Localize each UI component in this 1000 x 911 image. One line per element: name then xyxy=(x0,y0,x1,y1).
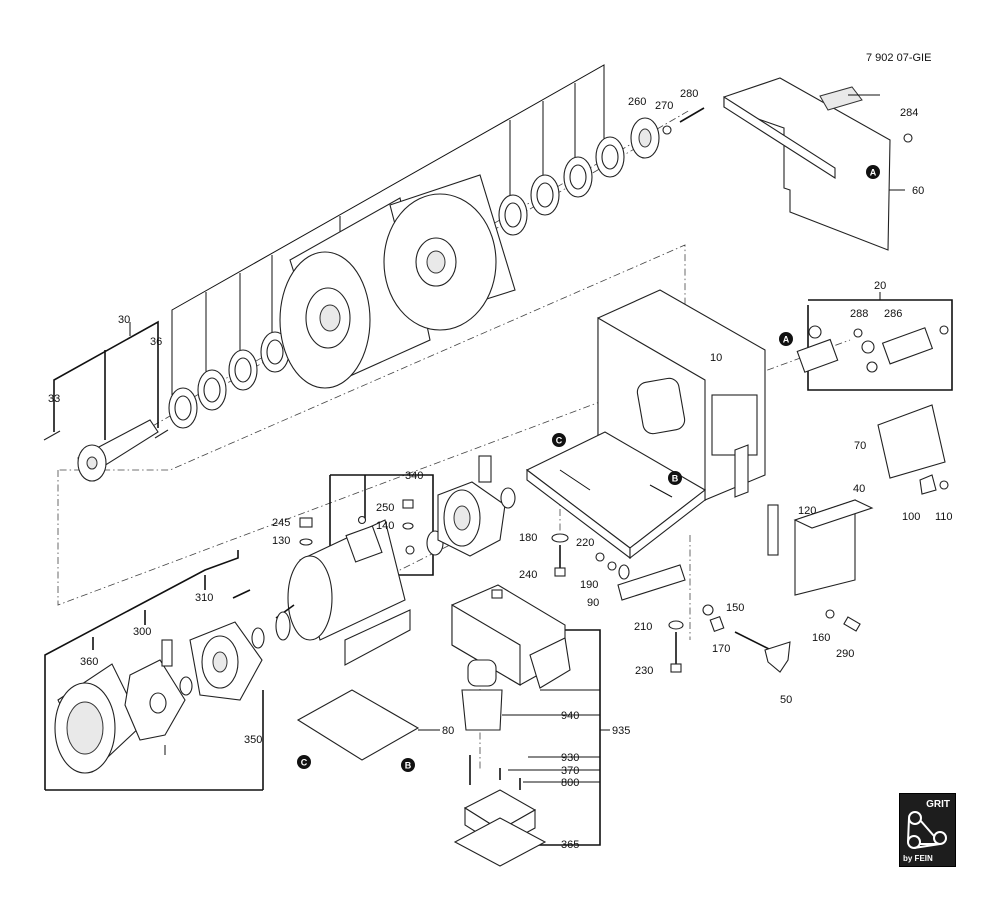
svg-text:C: C xyxy=(301,758,308,768)
logo-subtitle: by FEIN xyxy=(903,854,933,863)
part-label: 290 xyxy=(836,648,854,660)
guard-plate xyxy=(723,77,913,251)
part-label: 280 xyxy=(680,88,698,100)
grit-by-fein-logo: GRIT by FEIN xyxy=(899,793,956,867)
part-number-labels: 10 20 30 33 36 40 50 60 70 80 90 100 110… xyxy=(48,88,953,851)
base-plate xyxy=(525,431,706,560)
part-label: 50 xyxy=(780,694,792,706)
part-label: 340 xyxy=(405,470,423,482)
part-label: 288 xyxy=(850,308,868,320)
part-label: 160 xyxy=(812,632,830,644)
part-label: 10 xyxy=(710,352,722,364)
part-label: 230 xyxy=(635,665,653,677)
part-label: 930 xyxy=(561,752,579,764)
part-label: 170 xyxy=(712,643,730,655)
part-label: 300 xyxy=(133,626,151,638)
part-label: 60 xyxy=(912,185,924,197)
logo-brand: GRIT xyxy=(926,799,950,810)
electrical-box xyxy=(451,584,610,867)
part-label: 20 xyxy=(874,280,886,292)
drawing-id: 7 902 07-GIE xyxy=(866,52,931,64)
svg-text:B: B xyxy=(405,761,412,771)
marker-a: A xyxy=(866,165,880,179)
part-label: 940 xyxy=(561,710,579,722)
part-label: 245 xyxy=(272,517,290,529)
part-label: 310 xyxy=(195,592,213,604)
reference-markers: A A B B C C xyxy=(297,165,880,772)
part-label: 270 xyxy=(655,100,673,112)
marker-c: C xyxy=(297,755,311,769)
switch-group xyxy=(796,292,953,391)
part-label: 286 xyxy=(884,308,902,320)
part-label: 240 xyxy=(519,569,537,581)
part-label: 180 xyxy=(519,532,537,544)
shaft-assembly xyxy=(43,320,169,482)
marker-c: C xyxy=(552,433,566,447)
svg-text:B: B xyxy=(672,474,679,484)
part-label: 210 xyxy=(634,621,652,633)
washer-stack-left xyxy=(168,331,290,429)
part-label: 36 xyxy=(150,336,162,348)
part-label: 150 xyxy=(726,602,744,614)
part-label: 250 xyxy=(376,502,394,514)
part-label: 120 xyxy=(798,505,816,517)
grinding-wheels xyxy=(279,174,516,389)
part-label: 30 xyxy=(118,314,130,326)
part-label: 370 xyxy=(561,765,579,777)
motor-plate xyxy=(296,689,440,761)
part-label: 110 xyxy=(935,511,953,523)
part-label: 800 xyxy=(561,777,579,789)
part-label: 70 xyxy=(854,440,866,452)
part-label: 220 xyxy=(576,537,594,549)
part-label: 284 xyxy=(900,107,918,119)
part-label: 350 xyxy=(244,734,262,746)
part-label: 130 xyxy=(272,535,290,547)
washer-stack-right xyxy=(498,107,705,236)
marker-a: A xyxy=(779,332,793,346)
part-label: 90 xyxy=(587,597,599,609)
marker-b: B xyxy=(401,758,415,772)
belt-grinder-icon xyxy=(907,811,947,849)
part-label: 140 xyxy=(376,520,394,532)
part-label: 935 xyxy=(612,725,630,737)
part-label: 33 xyxy=(48,393,60,405)
part-label: 100 xyxy=(902,511,920,523)
svg-text:C: C xyxy=(556,436,563,446)
base-fasteners xyxy=(551,533,791,673)
marker-b: B xyxy=(668,471,682,485)
part-label: 360 xyxy=(80,656,98,668)
motor xyxy=(251,455,516,666)
part-label: 80 xyxy=(442,725,454,737)
svg-text:A: A xyxy=(783,335,790,345)
fan-assembly xyxy=(44,550,264,791)
part-label: 365 xyxy=(561,839,579,851)
side-panel xyxy=(877,404,949,495)
part-label: 40 xyxy=(853,483,865,495)
part-label: 190 xyxy=(580,579,598,591)
part-label: 260 xyxy=(628,96,646,108)
rear-cover xyxy=(767,499,874,632)
svg-text:A: A xyxy=(870,168,877,178)
motor-fasteners xyxy=(232,499,414,599)
